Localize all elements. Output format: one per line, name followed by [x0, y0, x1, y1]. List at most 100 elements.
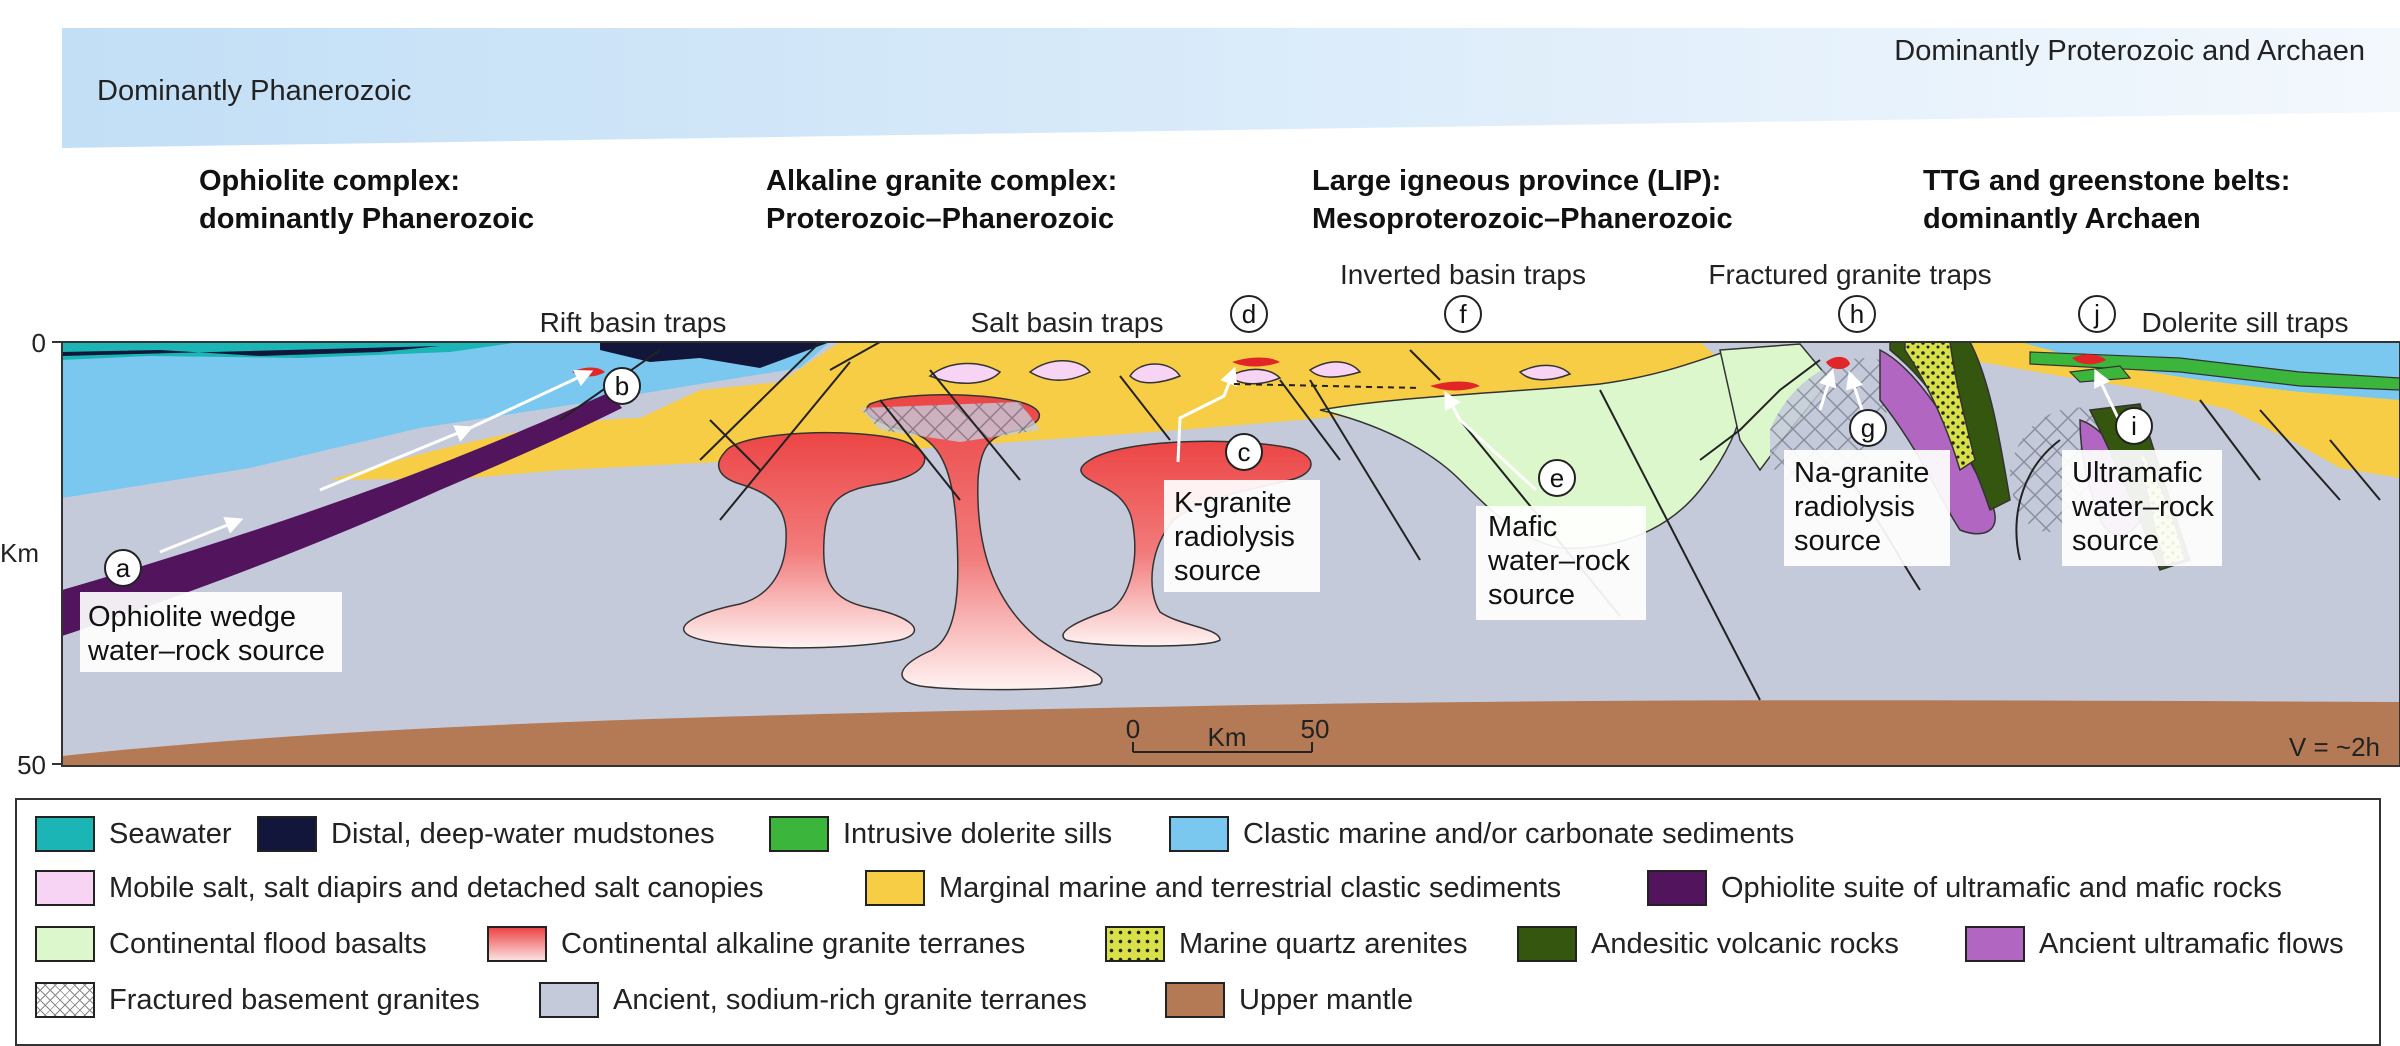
scale-bar-unit: Km: [1208, 722, 1247, 752]
source-i-line1: Ultramafic: [2072, 457, 2203, 489]
source-g-line3: source: [1794, 525, 1881, 557]
legend-swatch: [35, 982, 95, 1018]
continental-flood-basalts: [1319, 349, 1746, 549]
gas-trap-f: [1430, 381, 1480, 391]
legend-item: Continental alkaline granite terranes: [487, 924, 1025, 964]
legend-item: Clastic marine and/or carbonate sediment…: [1169, 814, 1794, 854]
legend-item: Continental flood basalts: [35, 924, 427, 964]
source-e-line3: source: [1488, 579, 1575, 611]
svg-text:d: d: [1242, 299, 1256, 329]
salt-diapirs: [928, 360, 1572, 385]
svg-text:e: e: [1550, 463, 1564, 493]
alkaline-granite-pluton-3: [1062, 440, 1312, 647]
source-c-line2: radiolysis: [1174, 521, 1295, 553]
svg-text:i: i: [2131, 411, 2137, 441]
legend-item: Andesitic volcanic rocks: [1517, 924, 1899, 964]
marker-g: g: [1849, 409, 1887, 447]
banner-right-label: Dominantly Proterozoic and Archaen: [1894, 35, 2365, 67]
legend-swatch: [1105, 926, 1165, 962]
dashed-migration-path: [1233, 383, 1421, 389]
source-c-line3: source: [1174, 555, 1261, 587]
legend-label: Distal, deep-water mudstones: [331, 817, 715, 850]
section-ttg-subtitle: dominantly Archaen: [1923, 203, 2201, 235]
upper-mantle: [62, 700, 2400, 766]
section-ophiolite-subtitle: dominantly Phanerozoic: [199, 203, 534, 235]
depth-top-label: 0: [32, 328, 46, 358]
depth-unit-label: Km: [0, 538, 39, 568]
source-box-c: K-granite radiolysis source: [1164, 480, 1320, 592]
source-box-e: Mafic water–rock source: [1476, 506, 1646, 620]
source-box-g: Na-granite radiolysis source: [1784, 450, 1950, 566]
svg-text:a: a: [116, 553, 131, 583]
banner-left-label: Dominantly Phanerozoic: [97, 75, 411, 107]
alkaline-granite-pluton-1: [682, 432, 926, 649]
age-banner: [62, 28, 2400, 148]
legend-swatch: [35, 870, 95, 906]
legend-swatch: [35, 926, 95, 962]
source-a-line2: water–rock source: [87, 635, 325, 667]
legend-item: Intrusive dolerite sills: [769, 814, 1112, 854]
scale-bar: [1132, 742, 1313, 753]
marker-h: h: [1838, 295, 1876, 333]
quartz-arenite-1: [1904, 342, 1976, 472]
section-lip-subtitle: Mesoproterozoic–Phanerozoic: [1312, 203, 1733, 235]
legend-swatch: [539, 982, 599, 1018]
source-c-line1: K-granite: [1174, 487, 1292, 519]
legend-label: Ancient, sodium-rich granite terranes: [613, 983, 1087, 1016]
legend-label: Marine quartz arenites: [1179, 927, 1468, 960]
legend-swatch: [865, 870, 925, 906]
legend-label: Continental flood basalts: [109, 927, 427, 960]
legend-swatch: [1647, 870, 1707, 906]
legend-item: Distal, deep-water mudstones: [257, 814, 715, 854]
source-i-line3: source: [2072, 525, 2159, 557]
deep-water-mudstones: [62, 346, 440, 356]
legend-swatch: [35, 816, 95, 852]
gas-trap-h: [1826, 356, 1850, 370]
gas-trap-j: [2072, 354, 2106, 365]
legend-swatch: [1165, 982, 1225, 1018]
cross-section-frame: [61, 341, 2400, 767]
legend-label: Andesitic volcanic rocks: [1591, 927, 1899, 960]
section-alkaline-subtitle: Proterozoic–Phanerozoic: [766, 203, 1114, 235]
marker-f: f: [1444, 295, 1482, 333]
legend-swatch: [487, 926, 547, 962]
dolerite-sill-1: [2029, 351, 2400, 391]
legend-label: Fractured basement granites: [109, 983, 480, 1016]
legend-swatch: [1517, 926, 1577, 962]
legend-label: Ancient ultramafic flows: [2039, 927, 2344, 960]
source-g-line1: Na-granite: [1794, 457, 1929, 489]
trap-label-inverted: Inverted basin traps: [1340, 259, 1586, 290]
legend-swatch: [1965, 926, 2025, 962]
legend-item: Fractured basement granites: [35, 980, 480, 1020]
legend-item: Marine quartz arenites: [1105, 924, 1468, 964]
source-e-line1: Mafic: [1488, 511, 1557, 543]
marker-e: e: [1538, 459, 1576, 497]
vertical-exaggeration: V = ~2h: [2289, 732, 2380, 762]
legend-label: Mobile salt, salt diapirs and detached s…: [109, 871, 764, 904]
legend-item: Ophiolite suite of ultramafic and mafic …: [1647, 868, 2282, 908]
legend-swatch: [257, 816, 317, 852]
legend-label: Continental alkaline granite terranes: [561, 927, 1026, 960]
legend-item: Mobile salt, salt diapirs and detached s…: [35, 868, 764, 908]
source-a-line1: Ophiolite wedge: [88, 601, 296, 633]
legend-label: Intrusive dolerite sills: [843, 817, 1113, 850]
svg-text:f: f: [1459, 299, 1467, 329]
ophiolite-wedge: [62, 392, 622, 636]
svg-text:c: c: [1238, 437, 1251, 467]
legend-label: Ophiolite suite of ultramafic and mafic …: [1721, 871, 2282, 904]
trap-label-fractured: Fractured granite traps: [1708, 259, 1991, 290]
scale-bar-start: 0: [1126, 714, 1140, 744]
legend-item: Ancient, sodium-rich granite terranes: [539, 980, 1087, 1020]
scale-bar-end: 50: [1301, 714, 1330, 744]
marker-i: i: [2115, 407, 2153, 445]
section-ttg-title: TTG and greenstone belts:: [1923, 165, 2290, 197]
legend-swatch: [1169, 816, 1229, 852]
svg-text:j: j: [2093, 299, 2100, 329]
gas-trap-d: [1232, 357, 1280, 367]
source-box-a: Ophiolite wedge water–rock source: [80, 592, 342, 672]
svg-text:b: b: [615, 371, 629, 401]
marker-d: d: [1230, 295, 1268, 333]
trap-label-dolerite: Dolerite sill traps: [2142, 307, 2349, 338]
cross-section-diagram: Dominantly Phanerozoic Dominantly Proter…: [0, 28, 2400, 780]
